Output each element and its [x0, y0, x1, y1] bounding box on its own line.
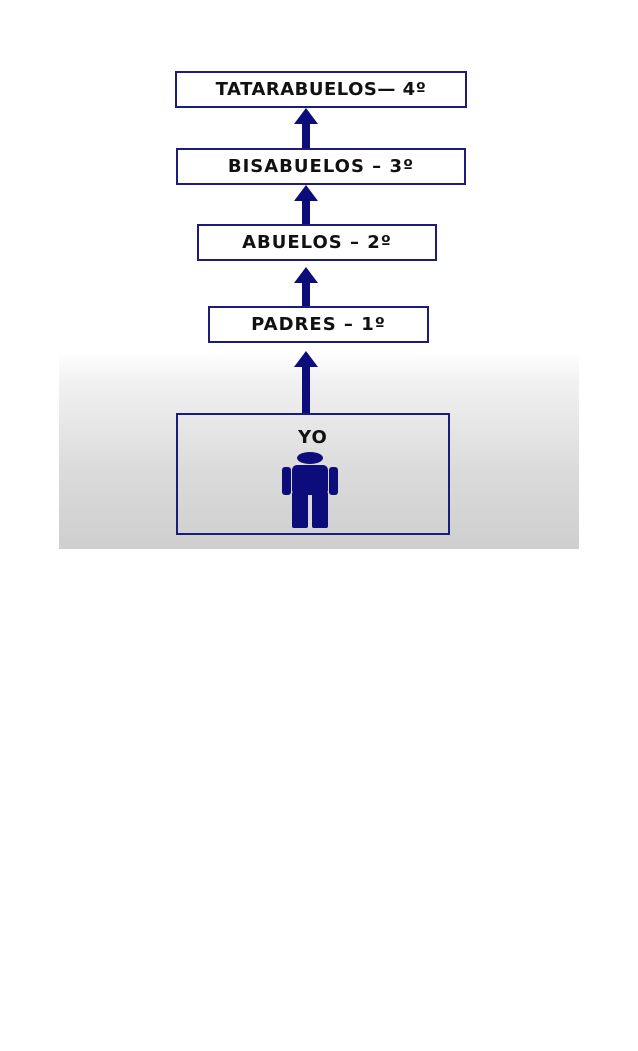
- arrow-up-icon: [294, 267, 318, 306]
- level-label-bisabuelos: BISABUELOS – 3º: [227, 156, 415, 177]
- consanguinity-diagram: TATARABUELOS— 4º BISABUELOS – 3º ABUELOS…: [59, 58, 579, 549]
- level-box-bisabuelos: BISABUELOS – 3º: [176, 148, 466, 185]
- level-label-padres: PADRES – 1º: [251, 314, 386, 335]
- person-icon: [282, 452, 338, 528]
- level-box-abuelos: ABUELOS – 2º: [197, 224, 437, 261]
- level-label-abuelos: ABUELOS – 2º: [242, 232, 392, 253]
- arrow-up-icon: [294, 108, 318, 148]
- self-box: YO: [176, 413, 450, 535]
- level-box-padres: PADRES – 1º: [208, 306, 429, 343]
- level-box-tatarabuelos: TATARABUELOS— 4º: [175, 71, 467, 108]
- level-label-tatarabuelos: TATARABUELOS— 4º: [215, 79, 427, 100]
- self-label: YO: [298, 427, 328, 448]
- arrow-up-icon: [294, 351, 318, 413]
- arrow-up-icon: [294, 185, 318, 224]
